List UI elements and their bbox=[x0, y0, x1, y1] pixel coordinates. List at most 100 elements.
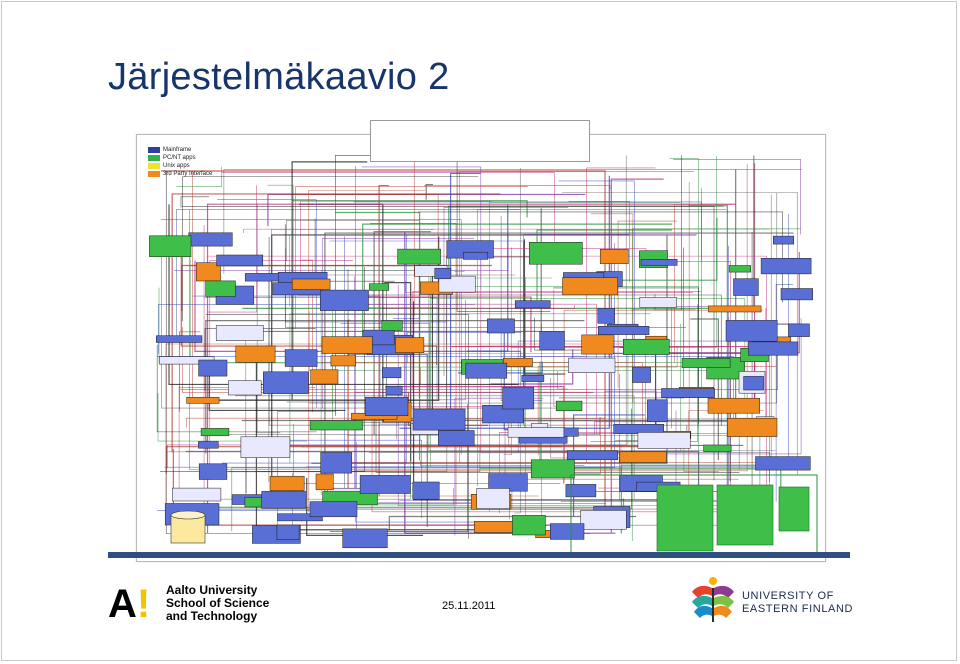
legend-item: PC/NT apps bbox=[148, 154, 226, 162]
legend-swatch bbox=[148, 163, 160, 169]
system-node bbox=[330, 355, 356, 367]
system-node bbox=[555, 400, 583, 412]
aalto-line-2: School of Science bbox=[166, 596, 270, 610]
system-node bbox=[580, 510, 627, 530]
system-node bbox=[188, 232, 233, 247]
system-node bbox=[200, 428, 230, 437]
system-node bbox=[637, 432, 691, 449]
system-node bbox=[276, 524, 300, 540]
uef-book-icon bbox=[692, 577, 734, 622]
system-node bbox=[788, 323, 810, 337]
system-node bbox=[550, 523, 585, 540]
system-node bbox=[581, 334, 614, 355]
system-node bbox=[562, 277, 618, 296]
green-node-block bbox=[778, 486, 810, 532]
system-node bbox=[512, 515, 546, 536]
system-node bbox=[381, 320, 403, 331]
system-node bbox=[514, 300, 551, 309]
system-node bbox=[487, 318, 515, 334]
system-node bbox=[755, 456, 811, 471]
system-node bbox=[412, 481, 440, 500]
legend-item: Unix apps bbox=[148, 162, 226, 170]
system-node bbox=[530, 459, 575, 479]
system-node bbox=[198, 441, 219, 449]
system-node bbox=[760, 258, 812, 275]
system-node bbox=[728, 265, 751, 273]
system-node bbox=[708, 305, 762, 313]
system-node bbox=[309, 501, 358, 518]
system-node bbox=[315, 473, 334, 491]
system-node bbox=[277, 513, 323, 522]
system-node bbox=[568, 357, 616, 373]
system-node bbox=[261, 491, 306, 509]
system-node bbox=[465, 362, 508, 379]
system-node bbox=[529, 242, 583, 265]
system-node bbox=[320, 452, 353, 474]
system-node bbox=[228, 380, 262, 396]
system-node bbox=[321, 336, 373, 354]
system-node bbox=[502, 386, 535, 410]
aalto-line-3: and Technology bbox=[166, 609, 258, 623]
system-node bbox=[412, 408, 466, 431]
system-node bbox=[599, 248, 629, 264]
system-node bbox=[382, 367, 402, 379]
system-node bbox=[639, 297, 677, 308]
system-node bbox=[186, 397, 220, 404]
system-node bbox=[780, 288, 813, 301]
system-node bbox=[748, 341, 799, 356]
system-node bbox=[310, 369, 339, 385]
green-node-block bbox=[716, 484, 774, 546]
system-node bbox=[598, 326, 650, 335]
aalto-mark-exclamation: ! bbox=[136, 582, 151, 626]
system-node bbox=[309, 420, 364, 431]
system-node bbox=[438, 430, 475, 446]
system-diagram bbox=[136, 134, 826, 562]
system-node bbox=[320, 289, 369, 311]
system-node bbox=[385, 385, 403, 396]
uef-line-2: EASTERN FINLAND bbox=[742, 603, 854, 615]
system-node bbox=[291, 278, 331, 290]
system-node bbox=[365, 396, 409, 416]
uef-logo: UNIVERSITY OF EASTERN FINLAND bbox=[690, 576, 860, 628]
system-node bbox=[623, 338, 670, 355]
system-node bbox=[235, 345, 276, 363]
legend-label: Unix apps bbox=[163, 163, 190, 169]
system-node bbox=[647, 399, 668, 422]
system-node bbox=[149, 235, 192, 257]
system-node bbox=[342, 528, 388, 549]
green-node-block bbox=[656, 484, 714, 552]
system-node bbox=[703, 444, 732, 453]
system-node bbox=[597, 308, 615, 324]
system-node bbox=[539, 331, 565, 351]
legend-item: Mainframe bbox=[148, 146, 226, 154]
legend-label: PC/NT apps bbox=[163, 155, 196, 161]
uef-wordmark: UNIVERSITY OF EASTERN FINLAND bbox=[742, 590, 853, 616]
system-node bbox=[566, 450, 618, 461]
system-node bbox=[773, 235, 795, 245]
system-node bbox=[198, 463, 228, 480]
system-node bbox=[240, 436, 291, 458]
aalto-mark-letter: A bbox=[108, 582, 137, 626]
aalto-line-1: Aalto University bbox=[166, 583, 258, 597]
system-node bbox=[725, 320, 778, 342]
system-node bbox=[613, 424, 664, 434]
system-node bbox=[369, 283, 390, 291]
legend-label: Mainframe bbox=[163, 147, 192, 153]
slide-date: 25.11.2011 bbox=[442, 600, 496, 612]
system-node bbox=[215, 325, 264, 341]
legend-label: 3rd Party Interface bbox=[163, 171, 213, 177]
legend-swatch bbox=[148, 171, 160, 177]
system-node bbox=[172, 487, 222, 502]
slide-title: Järjestelmäkaavio 2 bbox=[108, 56, 450, 98]
system-node bbox=[632, 366, 651, 383]
legend-item: 3rd Party Interface bbox=[148, 170, 226, 178]
system-node bbox=[438, 275, 476, 293]
system-node bbox=[205, 280, 236, 297]
green-system-cluster bbox=[570, 474, 818, 556]
aalto-mark-icon: A! bbox=[108, 584, 150, 624]
system-node bbox=[503, 357, 533, 367]
aalto-wordmark: Aalto University School of Science and T… bbox=[166, 584, 269, 623]
blank-overlay-box bbox=[370, 120, 590, 162]
aalto-logo: A! Aalto University School of Science an… bbox=[108, 582, 278, 626]
